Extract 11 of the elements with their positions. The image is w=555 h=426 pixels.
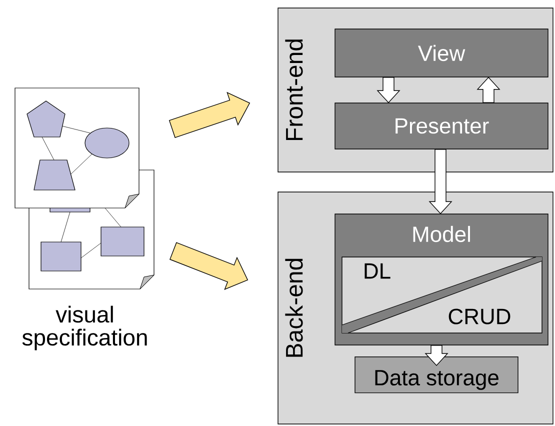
text-label: DL <box>364 263 390 279</box>
block-arrow <box>170 242 248 290</box>
database-cylinder: Data storage <box>354 356 518 394</box>
block-arrow <box>376 77 400 104</box>
component-box: Presenter <box>334 102 548 150</box>
block-arrow <box>424 345 448 366</box>
block-arrow <box>476 76 500 103</box>
text-label: CRUD <box>448 308 510 324</box>
component-box: View <box>334 28 548 78</box>
block-arrow <box>428 149 452 214</box>
text-label: visual specification <box>22 306 147 350</box>
